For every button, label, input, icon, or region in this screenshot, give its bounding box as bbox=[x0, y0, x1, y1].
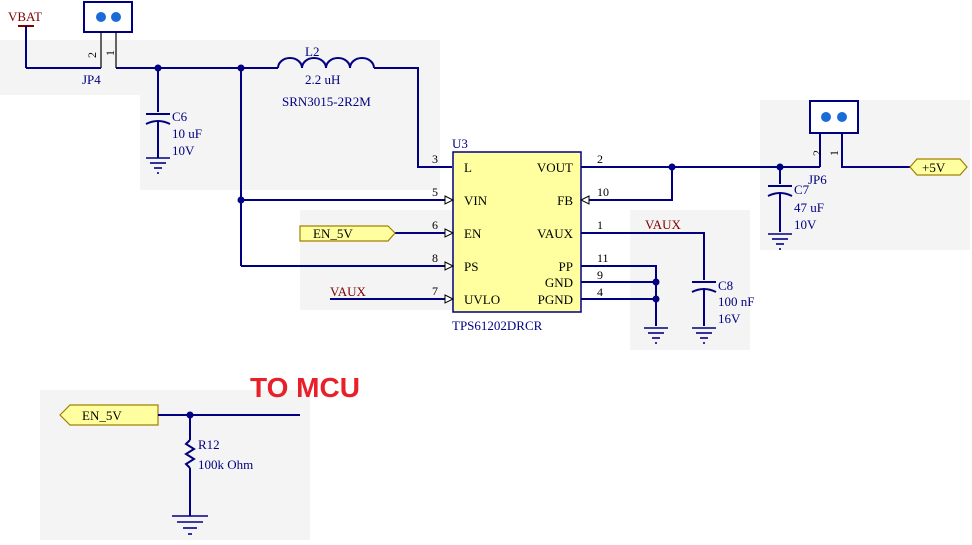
pin-uvlo: UVLO bbox=[464, 292, 500, 307]
jp6-connector: 2 1 JP6 bbox=[808, 100, 859, 187]
jp4-label: JP4 bbox=[82, 72, 101, 87]
pin-num-6: 6 bbox=[432, 218, 438, 232]
pin-num-5: 5 bbox=[432, 185, 438, 199]
c8-value: 100 nF bbox=[718, 294, 754, 309]
vbat-power-port: VBAT bbox=[8, 9, 42, 68]
to-mcu-title: TO MCU bbox=[250, 372, 360, 403]
c7-voltage: 10V bbox=[794, 217, 817, 232]
c7-capacitor: C7 47 uF 10V bbox=[767, 182, 824, 250]
jp6-label: JP6 bbox=[808, 172, 827, 187]
l2-value: 2.2 uH bbox=[305, 72, 340, 87]
c8-voltage: 16V bbox=[718, 311, 741, 326]
l2-label: L2 bbox=[305, 44, 319, 59]
c6-value: 10 uF bbox=[172, 126, 202, 141]
plus5v-port: +5V bbox=[909, 158, 968, 176]
input-wires bbox=[26, 64, 452, 267]
r12-label: R12 bbox=[198, 437, 220, 452]
pin-pgnd: PGND bbox=[538, 292, 573, 307]
pin-num-7: 7 bbox=[432, 284, 438, 298]
pin-num-8: 8 bbox=[432, 251, 438, 265]
pin-vaux: VAUX bbox=[537, 226, 573, 241]
u3-ic: U3 TPS61202DRCR L VIN EN PS UVLO 3 5 6 8… bbox=[432, 136, 609, 333]
pin-vin: VIN bbox=[464, 193, 488, 208]
vbat-label: VBAT bbox=[8, 9, 42, 24]
c6-voltage: 10V bbox=[172, 143, 195, 158]
pin-en: EN bbox=[464, 226, 482, 241]
pin-num-10: 10 bbox=[597, 185, 609, 199]
vaux-net-label: VAUX bbox=[645, 217, 681, 232]
c8-capacitor: C8 100 nF 16V bbox=[691, 278, 754, 344]
c6-capacitor: C6 10 uF 10V bbox=[145, 109, 202, 174]
pin-num-1: 1 bbox=[597, 218, 603, 232]
pin-vout: VOUT bbox=[537, 160, 573, 175]
pin-num-3: 3 bbox=[432, 152, 438, 166]
pin-num-2: 2 bbox=[597, 152, 603, 166]
pgnd-ground-symbol bbox=[644, 327, 668, 344]
plus5v-label: +5V bbox=[922, 160, 946, 175]
u3-label: U3 bbox=[452, 136, 468, 151]
pin-l: L bbox=[464, 160, 472, 175]
pin-pp: PP bbox=[559, 259, 573, 274]
c8-label: C8 bbox=[718, 278, 733, 293]
jp4-pin2-label: 2 bbox=[85, 52, 99, 58]
c7-value: 47 uF bbox=[794, 200, 824, 215]
jp6-pin1-label: 1 bbox=[827, 150, 841, 156]
c6-label: C6 bbox=[172, 109, 188, 124]
r12-value: 100k Ohm bbox=[198, 457, 253, 472]
jp6-pin2-label: 2 bbox=[810, 150, 824, 156]
c7-label: C7 bbox=[794, 182, 810, 197]
u3-part: TPS61202DRCR bbox=[452, 318, 543, 333]
grid-background bbox=[0, 40, 970, 540]
pin-num-9: 9 bbox=[597, 268, 603, 282]
pin-num-11: 11 bbox=[597, 251, 609, 265]
pin-gnd: GND bbox=[545, 275, 573, 290]
l2-inductor: L2 2.2 uH SRN3015-2R2M bbox=[277, 44, 378, 109]
jp4-pin1-label: 1 bbox=[103, 50, 117, 56]
pin-ps: PS bbox=[464, 259, 478, 274]
l2-part: SRN3015-2R2M bbox=[282, 94, 371, 109]
vaux-input-label: VAUX bbox=[330, 284, 366, 299]
pin-num-4: 4 bbox=[597, 285, 603, 299]
r12-resistor: R12 100k Ohm bbox=[172, 437, 253, 535]
en-5v-port-label: EN_5V bbox=[313, 226, 353, 241]
en-vaux-input-wires: VAUX bbox=[330, 232, 445, 300]
en-5v-port-top: EN_5V bbox=[299, 225, 396, 242]
output-wires: VAUX bbox=[581, 133, 910, 326]
jp4-connector: 2 1 JP4 bbox=[82, 1, 133, 87]
en-5v-bottom-label: EN_5V bbox=[82, 408, 122, 423]
pin-fb: FB bbox=[557, 193, 573, 208]
en-5v-port-bottom: EN_5V bbox=[59, 404, 300, 440]
